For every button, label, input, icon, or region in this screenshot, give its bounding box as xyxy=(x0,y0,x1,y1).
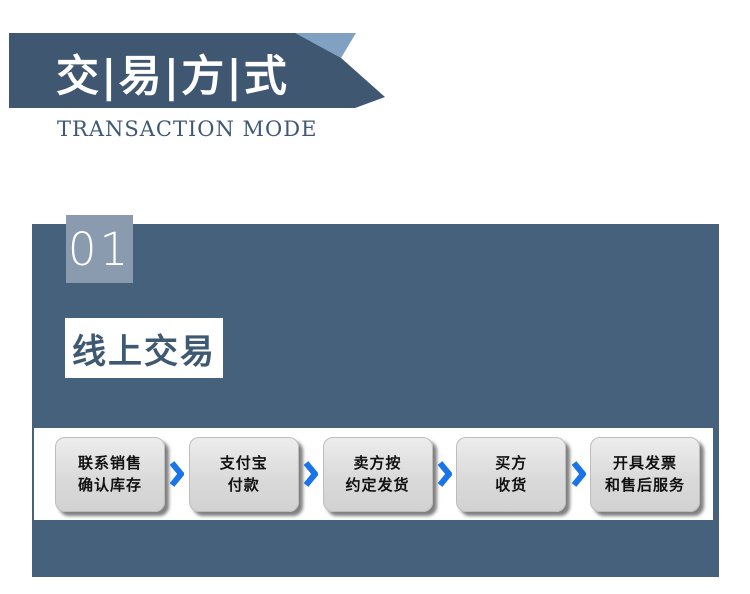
ribbon-fold-triangle xyxy=(295,33,356,58)
section-panel xyxy=(32,224,719,577)
header-ribbon-shape xyxy=(9,33,385,108)
section-title: 线上交易 xyxy=(72,332,216,371)
section-title-box: 线上交易 xyxy=(65,318,223,378)
flow-step-alipay-payment: 支付宝 付款 xyxy=(188,437,299,512)
arrow-right-icon xyxy=(571,460,586,487)
flow-step-contact-sales: 联系销售 确认库存 xyxy=(55,437,165,512)
arrow-right-icon xyxy=(437,460,452,487)
step-label-line1: 联系销售 xyxy=(77,454,142,472)
ribbon-banner-shape xyxy=(9,33,385,108)
process-flow: 联系销售 确认库存 支付宝 付款 卖方按 约定发货 买方 收货 开具发票 xyxy=(55,437,700,512)
flow-step-buyer-receives: 买方 收货 xyxy=(456,437,567,512)
arrow-right-icon xyxy=(169,460,185,487)
page-subtitle: TRANSACTION MODE xyxy=(57,117,318,141)
step-label-line1: 支付宝 xyxy=(219,454,268,472)
step-label-line2: 确认库存 xyxy=(77,476,142,494)
arrow-right-icon xyxy=(303,460,319,487)
step-label-line1: 开具发票 xyxy=(612,454,677,472)
page-title: 交|易|方|式 xyxy=(56,52,289,102)
step-label-line2: 和售后服务 xyxy=(604,476,685,494)
step-label-line2: 约定发货 xyxy=(345,476,410,494)
section-number: 01 xyxy=(67,222,132,276)
step-label-line1: 买方 xyxy=(495,454,528,472)
step-label-line2: 收货 xyxy=(495,476,528,494)
step-label-line1: 卖方按 xyxy=(353,454,402,472)
step-label-line2: 付款 xyxy=(227,476,260,494)
flow-step-seller-ships: 卖方按 约定发货 xyxy=(322,437,433,512)
section-number-badge: 01 xyxy=(66,215,133,283)
flow-step-invoice-aftersales: 开具发票 和售后服务 xyxy=(590,437,700,512)
